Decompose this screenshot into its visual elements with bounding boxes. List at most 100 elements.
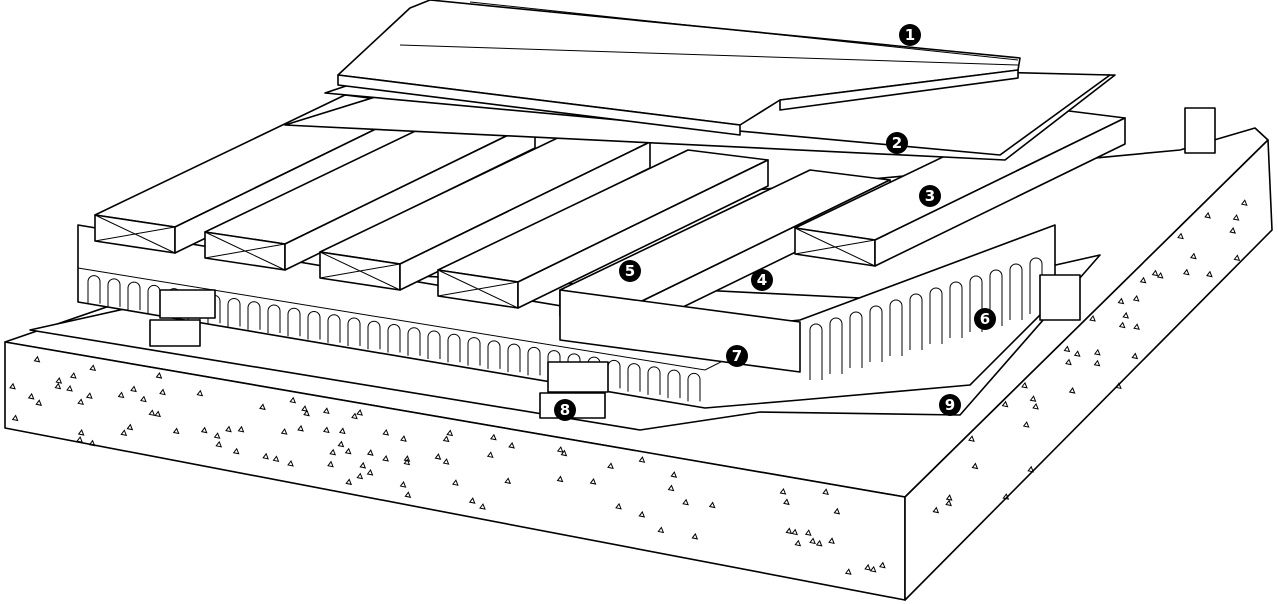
concrete-speck: [504, 477, 512, 485]
callout-number: 4: [757, 271, 767, 289]
concrete-speck: [878, 561, 886, 569]
concrete-speck: [783, 498, 790, 506]
callout-8: 8: [554, 399, 576, 421]
concrete-speck: [66, 384, 73, 392]
concrete-speck: [556, 475, 564, 483]
concrete-speck: [657, 526, 665, 534]
concrete-speck: [434, 453, 442, 460]
callout-5: 5: [619, 260, 641, 282]
concrete-speck: [1190, 252, 1197, 260]
concrete-speck: [259, 403, 266, 411]
insulation-fold: [647, 366, 661, 395]
concrete-speck: [232, 447, 240, 455]
concrete-speck: [670, 471, 678, 478]
concrete-speck: [1232, 214, 1240, 221]
concrete-speck: [382, 454, 389, 462]
callout-marker: [899, 24, 921, 46]
concrete-speck: [1027, 465, 1035, 473]
concrete-speck: [322, 407, 330, 414]
concrete-speck: [615, 502, 622, 510]
concrete-speck: [237, 425, 245, 433]
insulation-fold: [909, 293, 923, 350]
concrete-speck: [148, 409, 156, 417]
concrete-speck: [1073, 350, 1081, 357]
insulation-fold: [367, 320, 381, 350]
concrete-speck: [1115, 382, 1122, 389]
callout-marker: [886, 132, 908, 154]
insulation-fold: [1009, 263, 1023, 320]
support-pads: [149, 107, 1216, 419]
concrete-speck: [785, 527, 793, 535]
concrete-speck: [120, 429, 128, 437]
callout-7: 7: [726, 345, 748, 367]
concrete-speck: [1240, 199, 1248, 206]
concrete-speck: [54, 382, 62, 390]
concrete-speck: [1093, 359, 1101, 367]
concrete-speck: [452, 479, 459, 486]
concrete-speck: [1001, 400, 1009, 408]
concrete-speck: [667, 484, 675, 492]
insulation-fold: [387, 324, 401, 353]
callout-number: 7: [732, 347, 742, 365]
concrete-speck: [154, 410, 161, 418]
callout-marker: [751, 269, 773, 291]
insulation-fold: [87, 275, 101, 304]
concrete-speck: [442, 458, 450, 465]
concrete-speck: [155, 372, 163, 379]
insulation-fold: [347, 317, 361, 347]
concrete-speck: [1022, 421, 1030, 428]
concrete-speck: [33, 355, 41, 363]
concrete-speck: [589, 478, 597, 485]
concrete-speck: [1139, 276, 1147, 284]
concrete-speck: [213, 432, 221, 439]
callout-number: 8: [560, 401, 570, 419]
callout-marker: [919, 185, 941, 207]
concrete-speck: [27, 392, 35, 400]
callout-4: 4: [751, 269, 773, 291]
concrete-speck: [638, 456, 646, 463]
concrete-speck: [77, 398, 84, 406]
concrete-speck: [303, 409, 310, 417]
callout-marker: [974, 308, 996, 330]
concrete-speck: [76, 436, 83, 443]
insulation-fold: [949, 281, 963, 338]
insulation-fold: [487, 340, 501, 369]
concrete-speck: [607, 462, 614, 470]
concrete-speck: [130, 385, 137, 393]
insulation-fold: [407, 327, 421, 356]
concrete-speck: [486, 451, 494, 458]
concrete-speck: [1204, 211, 1211, 219]
concrete-speck: [1117, 297, 1125, 305]
insulation-fold: [869, 305, 883, 362]
insulation-fold: [527, 346, 541, 376]
concrete-speck: [1065, 358, 1072, 366]
insulation-fold: [567, 353, 581, 382]
concrete-speck: [85, 392, 93, 399]
concrete-speck: [864, 563, 871, 571]
joist: [204, 111, 536, 271]
insulation-fold: [929, 287, 943, 344]
concrete-speck: [337, 440, 345, 448]
insulation-fold: [447, 333, 461, 363]
callout-marker: [726, 345, 748, 367]
concrete-speck: [1002, 493, 1010, 500]
concrete-speck: [1093, 348, 1101, 356]
concrete-speck: [490, 433, 497, 441]
concrete-speck: [1156, 271, 1164, 279]
callout-number: 1: [905, 26, 915, 44]
concrete-speck: [69, 372, 77, 379]
callout-6: 6: [974, 308, 996, 330]
concrete-speck: [1132, 294, 1140, 302]
concrete-speck: [404, 491, 412, 498]
concrete-speck: [77, 429, 85, 436]
insulation-fold: [287, 307, 301, 337]
insulation-fold: [327, 314, 341, 343]
callout-number: 2: [892, 134, 902, 152]
callout-number: 5: [625, 262, 635, 280]
concrete-speck: [356, 472, 364, 480]
concrete-speck: [1177, 232, 1184, 240]
callout-1: 1: [899, 24, 921, 46]
concrete-speck: [126, 423, 134, 431]
insulation-fold: [969, 275, 983, 332]
concrete-speck: [1029, 395, 1037, 402]
